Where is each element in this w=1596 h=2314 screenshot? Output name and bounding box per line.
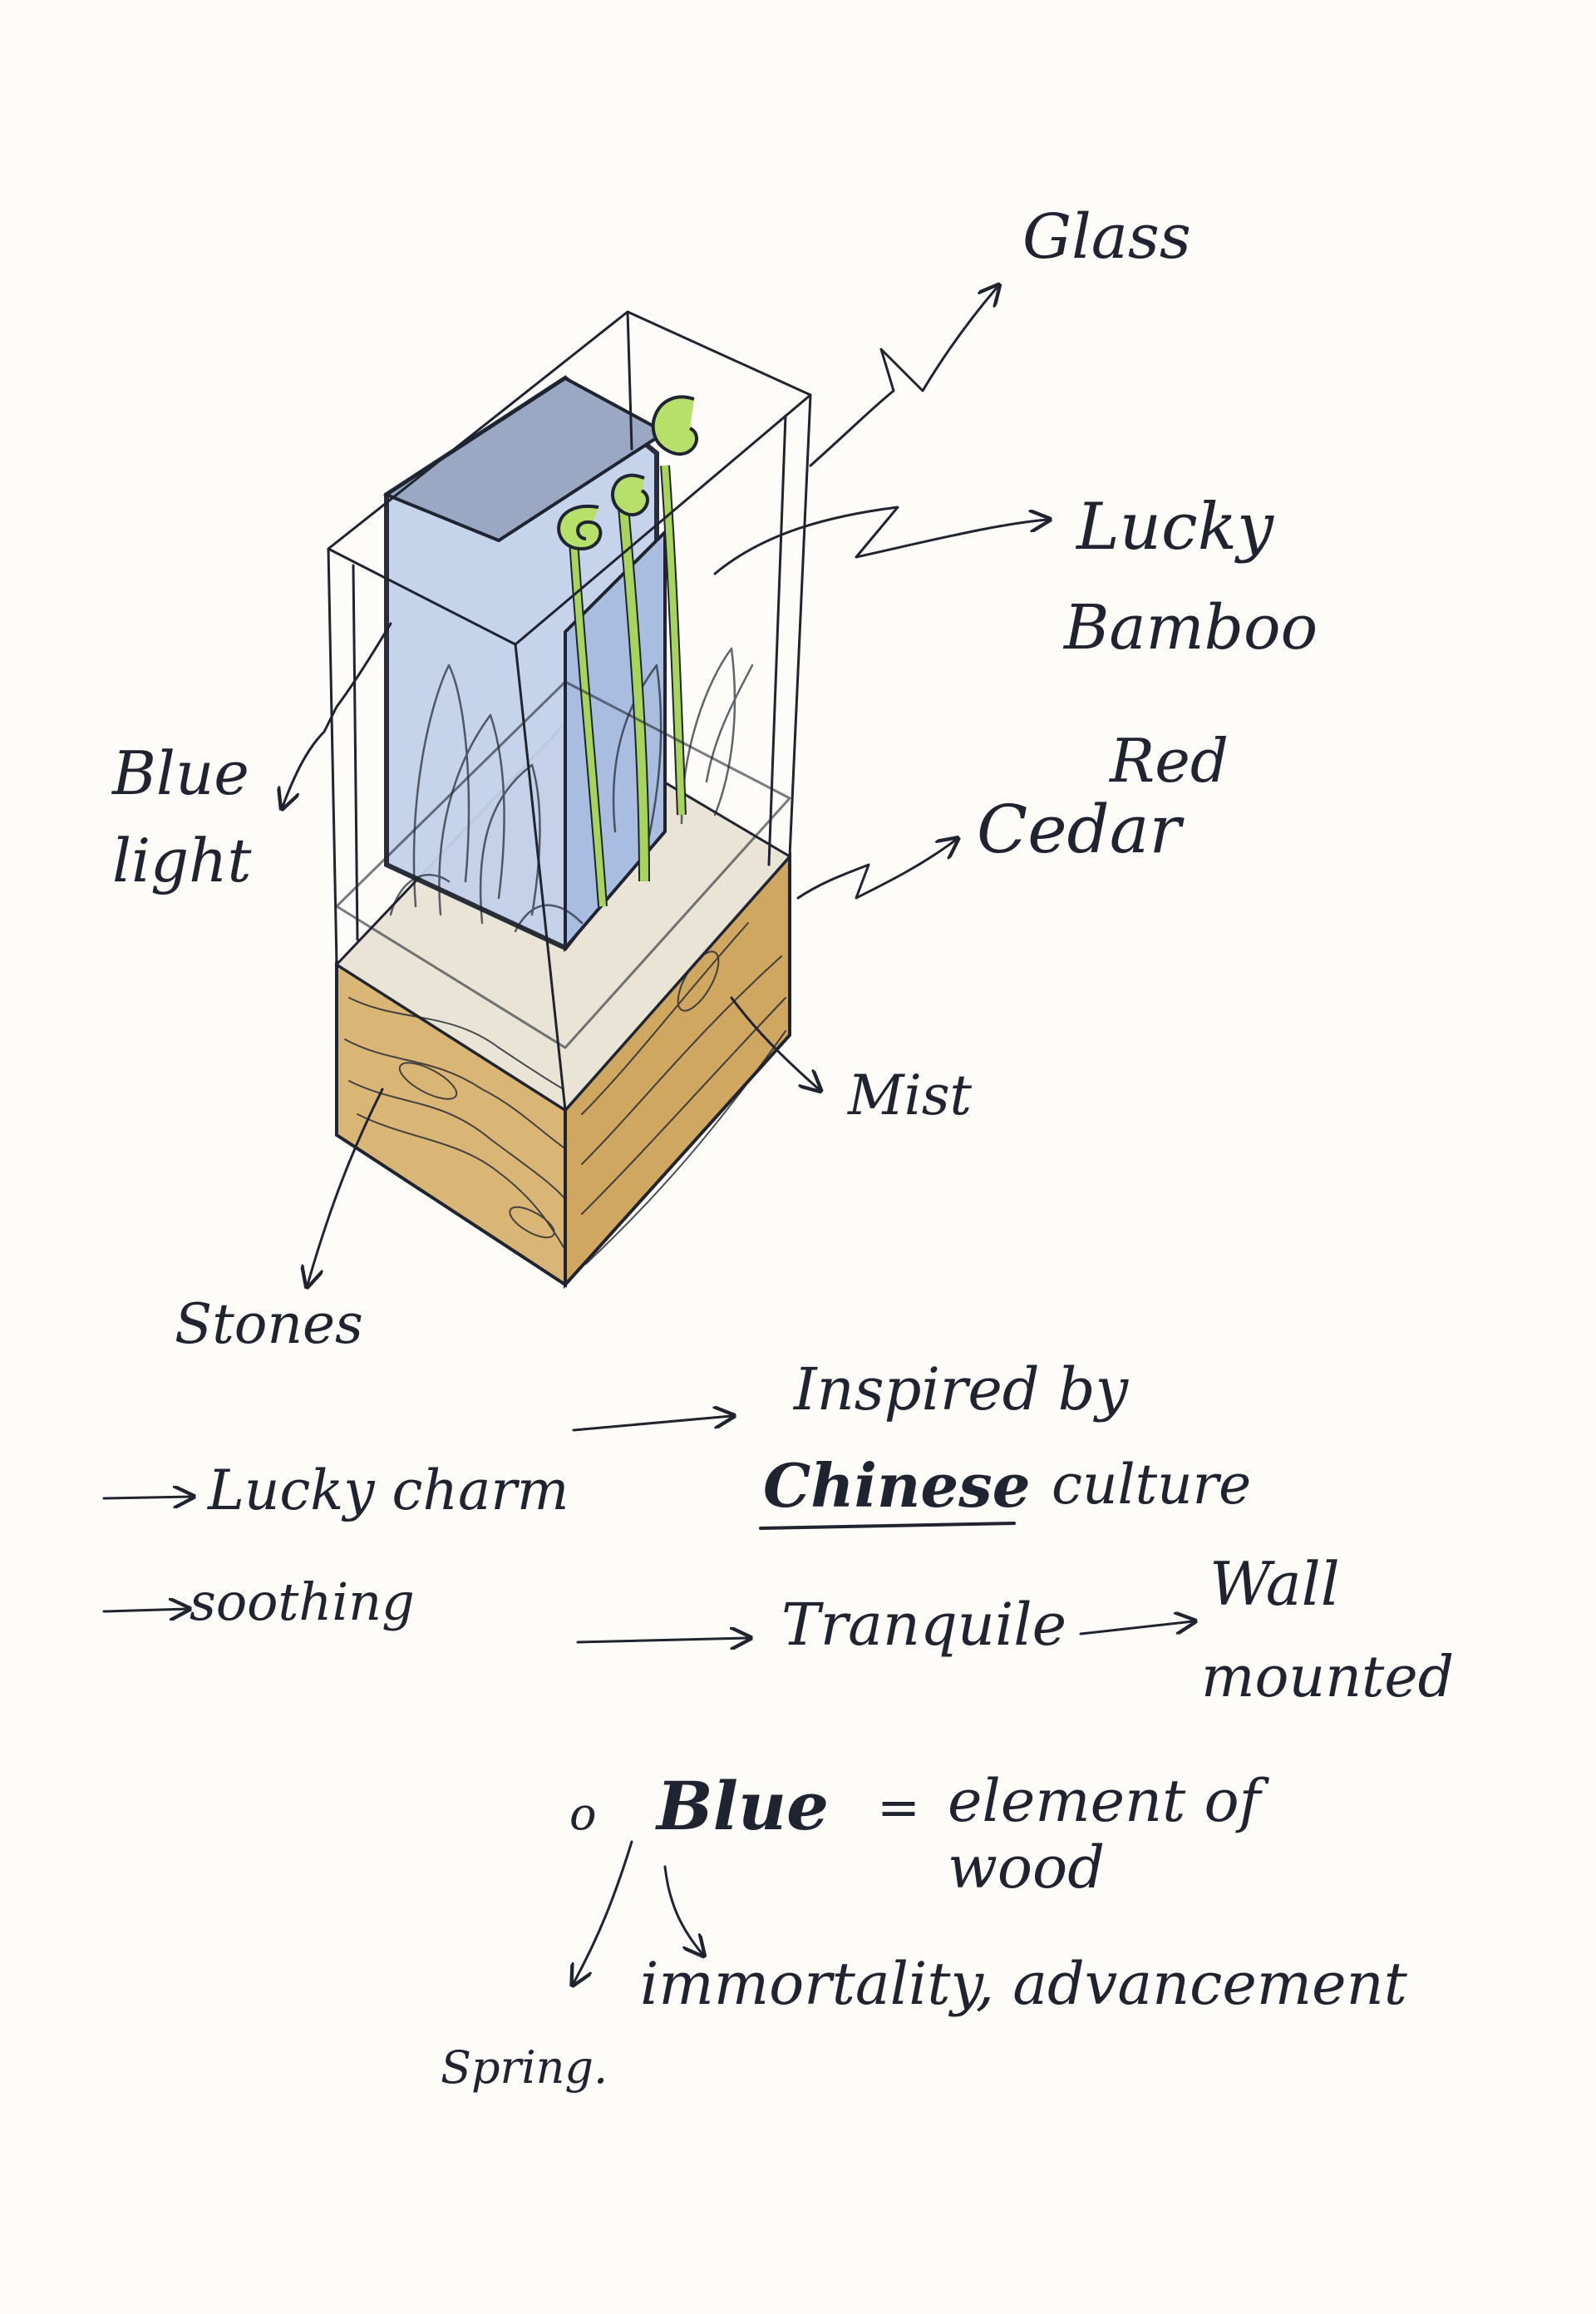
lucky-charm-arrow: [102, 1497, 191, 1498]
label-bamboo: Bamboo: [1062, 592, 1318, 664]
note-soothing: soothing: [190, 1571, 415, 1632]
design-notes: Lucky charm soothing Inspired by Chinese…: [102, 1355, 1454, 2094]
label-mist: Mist: [847, 1063, 973, 1127]
sketch-labels: Glass Lucky Bamboo Red Cedar Blue light …: [111, 201, 1318, 1356]
stones-leader-arrow: [308, 1088, 384, 1285]
label-stones: Stones: [175, 1292, 363, 1356]
planter-drawing: [327, 310, 812, 1290]
soothing-arrow: [102, 1609, 187, 1611]
note-bullet: o: [569, 1788, 597, 1840]
bamboo-leader-arrow: [713, 506, 1047, 575]
note-blue: Blue: [655, 1767, 829, 1845]
label-cedar: Cedar: [977, 791, 1185, 868]
immortality-branch-arrow: [663, 1865, 702, 1954]
note-spring: Spring.: [441, 2041, 608, 2094]
note-wood: wood: [948, 1833, 1105, 1902]
wall-mounted-arrow: [1079, 1621, 1193, 1636]
note-wall: Wall: [1209, 1549, 1340, 1619]
cedar-leader-arrow: [796, 840, 956, 900]
mist-leader-arrow: [730, 996, 819, 1089]
label-lucky: Lucky: [1075, 490, 1274, 565]
note-chinese: Chinese: [763, 1450, 1031, 1521]
tranquile-arrow: [576, 1638, 748, 1642]
label-glass: Glass: [1022, 201, 1191, 273]
glass-leader-arrow: [809, 287, 998, 467]
note-immortality: immortality, advancement: [640, 1950, 1408, 2018]
blue-light-leader-arrow: [283, 622, 392, 807]
note-mounted: mounted: [1201, 1645, 1454, 1710]
inspired-arrow: [572, 1416, 732, 1432]
note-culture: culture: [1052, 1453, 1251, 1517]
glass-enclosure: [327, 310, 812, 1112]
label-blue: Blue: [111, 738, 249, 808]
label-light: light: [112, 826, 253, 896]
note-inspired-by: Inspired by: [792, 1355, 1130, 1423]
note-tranquile: Tranquile: [781, 1591, 1066, 1659]
spring-branch-arrow: [574, 1840, 633, 1983]
note-lucky-charm: Lucky charm: [207, 1458, 569, 1522]
leader-arrows: [283, 287, 1047, 1285]
note-element-of: element of: [948, 1767, 1270, 1835]
chinese-underline: [759, 1522, 1016, 1530]
note-equals: =: [877, 1777, 920, 1838]
label-red: Red: [1108, 726, 1229, 796]
